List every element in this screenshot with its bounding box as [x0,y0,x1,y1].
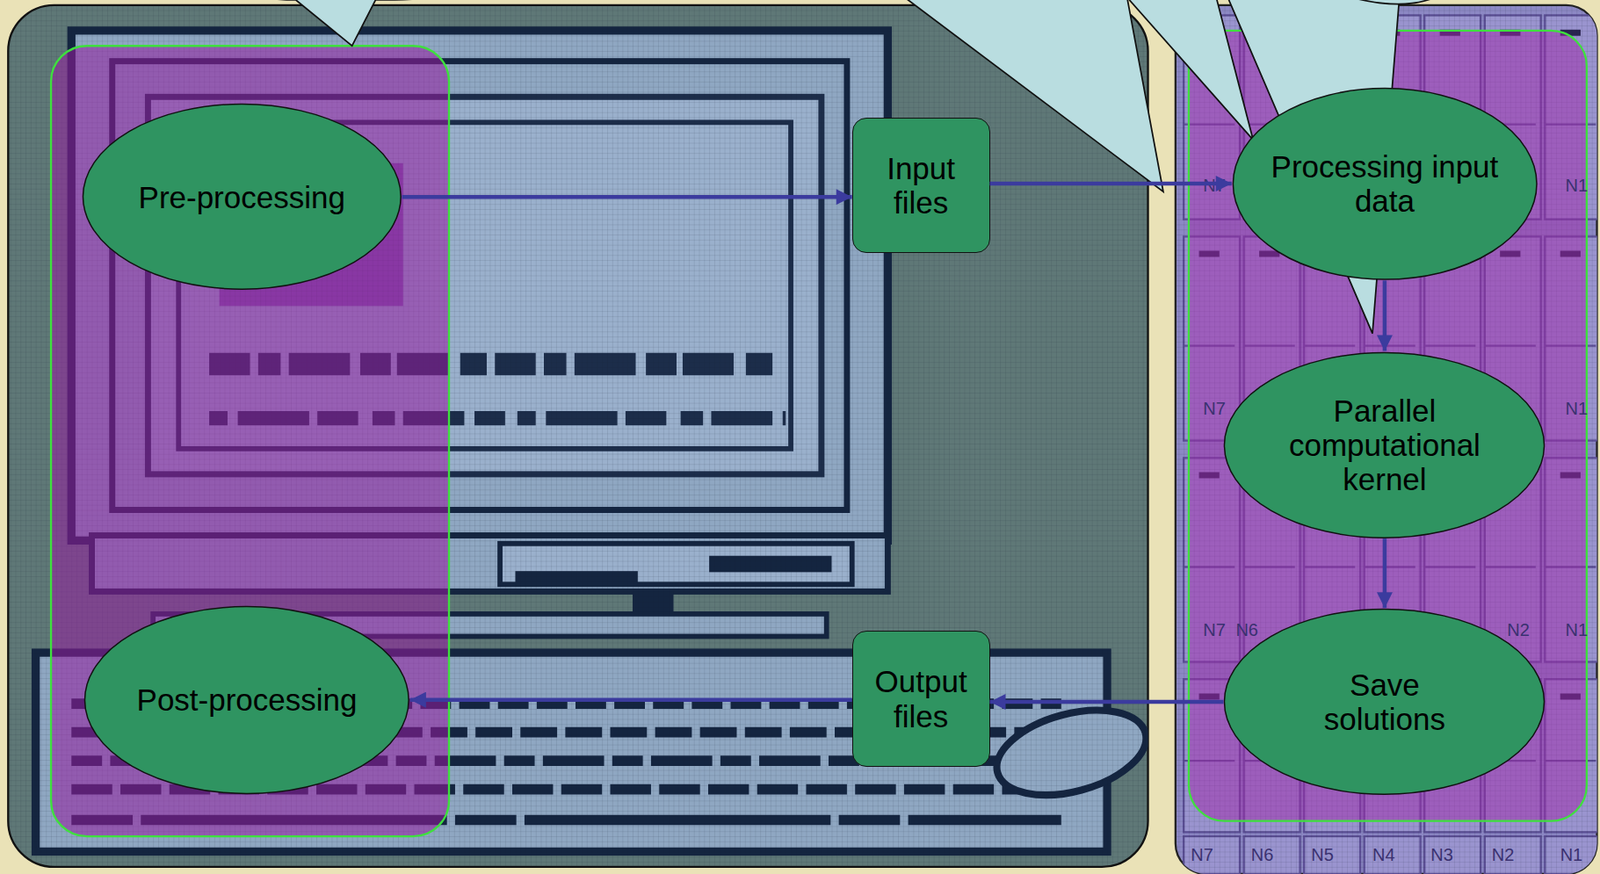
node-label: N1 [1564,398,1588,419]
chip-panel [1175,5,1598,874]
flow-arrow [990,181,1232,187]
node-label: N2 [1491,845,1515,866]
computer-panel [7,5,1148,868]
node-label: N7 [1202,175,1226,196]
ellipse-shape [82,104,401,290]
flow-arrow [402,195,853,200]
node-text: Processing input data [1266,149,1504,218]
process-ellipse: Parallel computational kernel [1223,351,1546,540]
ellipse-shape [1224,352,1545,538]
cluster-group [1188,30,1587,822]
ellipse-shape [85,606,410,794]
node-label: N1 [1564,619,1588,640]
process-ellipse: Processing input data [1231,86,1538,282]
node-label: N1 [1560,845,1584,866]
ellipse-shape [1224,609,1545,796]
file-box: Output files [852,630,991,768]
process-ellipse: Post-processing [83,605,411,796]
node-label: N7 [1202,619,1226,640]
node-text: Post-processing [137,682,358,717]
node-label: N6 [1235,619,1259,640]
node-label: N7 [1190,845,1214,866]
flow-arrow [410,697,853,703]
node-text: Parallel computational kernel [1266,393,1504,498]
node-text: Input files [859,151,983,220]
node-label: N2 [1506,619,1530,640]
node-text: Output files [859,664,983,733]
chip-illustration [1175,5,1598,874]
node-label: N1 [1564,175,1588,196]
host-group [50,45,449,837]
flow-arrow [990,700,1224,705]
ellipse-shape [1232,87,1537,280]
node-text: Save solutions [1296,667,1473,737]
node-label: N4 [1372,845,1396,866]
node-label: N6 [1251,845,1275,866]
node-text: Pre-processing [138,180,346,215]
file-box: Input files [852,117,991,254]
computer-illustration [7,5,1148,868]
node-label: N3 [1430,845,1454,866]
flow-arrow [1382,280,1388,351]
process-ellipse: Save solutions [1223,608,1546,797]
flow-arrow [1382,538,1388,609]
node-label: N5 [1310,845,1334,866]
node-label: N7 [1202,398,1226,419]
process-ellipse: Pre-processing [81,102,403,291]
